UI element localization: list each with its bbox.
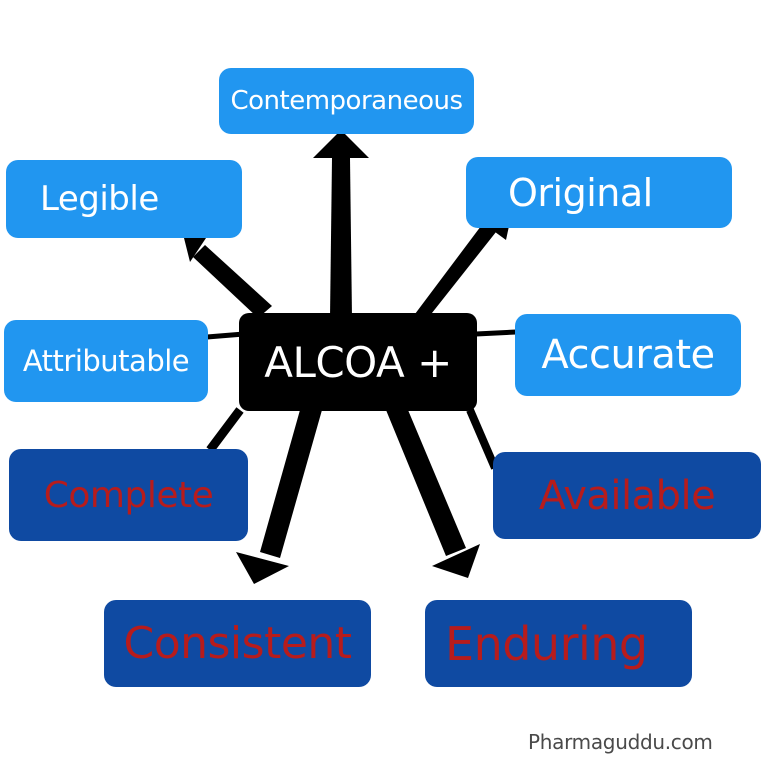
node-consistent: Consistent [104,600,371,687]
arrow-to-enduring [386,410,480,578]
node-label: Complete [43,474,214,516]
node-available: Available [493,452,761,539]
node-original: Original [466,157,732,228]
line-to-attributable [206,331,245,340]
node-complete: Complete [9,449,248,541]
node-label: Available [538,472,716,519]
node-attributable: Attributable [4,320,208,402]
center-label: ALCOA + [264,337,452,387]
node-contemporaneous: Contemporaneous [219,68,474,134]
arrow-to-contemporaneous [313,130,369,318]
node-legible: Legible [6,160,242,238]
line-to-available [466,408,499,470]
node-label: Legible [40,179,159,219]
node-label: Original [508,170,653,215]
node-label: Contemporaneous [230,86,464,116]
node-label: Consistent [123,618,352,669]
node-label: Attributable [22,344,190,378]
line-to-accurate [475,329,517,337]
node-label: Enduring [445,616,648,671]
node-accurate: Accurate [515,314,741,396]
arrow-to-legible [183,232,272,318]
line-to-complete [206,407,244,453]
center-node-alcoa-plus: ALCOA + [239,313,477,411]
node-enduring: Enduring [425,600,692,687]
arrow-to-consistent [236,410,322,584]
node-label: Accurate [541,332,715,378]
watermark-text: Pharmaguddu.com [528,730,713,754]
